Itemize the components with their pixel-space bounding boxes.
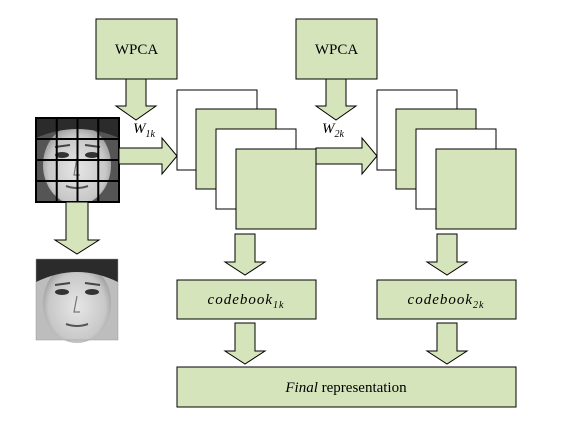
final-representation-box: Final representation <box>176 366 517 408</box>
codebook-2-subscript: 2k <box>473 300 484 311</box>
down-arrow-wpca-2 <box>314 78 358 121</box>
feature-map-stack-1 <box>176 89 317 230</box>
svg-text:codebook1k: codebook1k <box>208 292 285 311</box>
weight-label-2: W2k <box>322 121 345 140</box>
face-photo-icon <box>35 258 119 343</box>
codebook-1-subscript: 1k <box>273 300 284 311</box>
weight-label-1-symbol: W <box>133 121 147 137</box>
right-arrow-1 <box>118 136 178 176</box>
final-rest: representation <box>318 380 407 396</box>
wpca-box-1-label: WPCA <box>115 42 159 58</box>
svg-text:codebook2k: codebook2k <box>408 292 485 311</box>
weight-label-2-symbol: W <box>322 121 336 137</box>
wpca-box-2: WPCA <box>295 18 378 80</box>
wpca-box-1: WPCA <box>95 18 178 80</box>
right-arrow-2 <box>315 136 378 176</box>
codebook-2-label: codebook <box>408 292 473 308</box>
face-photo-with-grid-icon <box>35 117 120 205</box>
final-italic-part: Final <box>284 380 318 396</box>
down-arrow-final-1 <box>223 322 267 365</box>
svg-text:Final representation: Final representation <box>284 380 407 396</box>
codebook-box-2: codebook2k <box>376 279 517 320</box>
weight-label-2-subscript: 2k <box>335 129 345 140</box>
down-arrow-final-2 <box>425 322 469 365</box>
down-arrow-face <box>53 201 101 255</box>
wpca-box-2-label: WPCA <box>315 42 359 58</box>
down-arrow-codebook-2 <box>425 233 469 276</box>
codebook-1-label: codebook <box>208 292 273 308</box>
weight-label-1-subscript: 1k <box>146 129 156 140</box>
weight-label-1: W1k <box>133 121 156 140</box>
down-arrow-wpca-1 <box>114 78 158 121</box>
codebook-box-1: codebook1k <box>176 279 317 320</box>
feature-map-stack-2 <box>376 89 517 230</box>
down-arrow-codebook-1 <box>223 233 267 276</box>
